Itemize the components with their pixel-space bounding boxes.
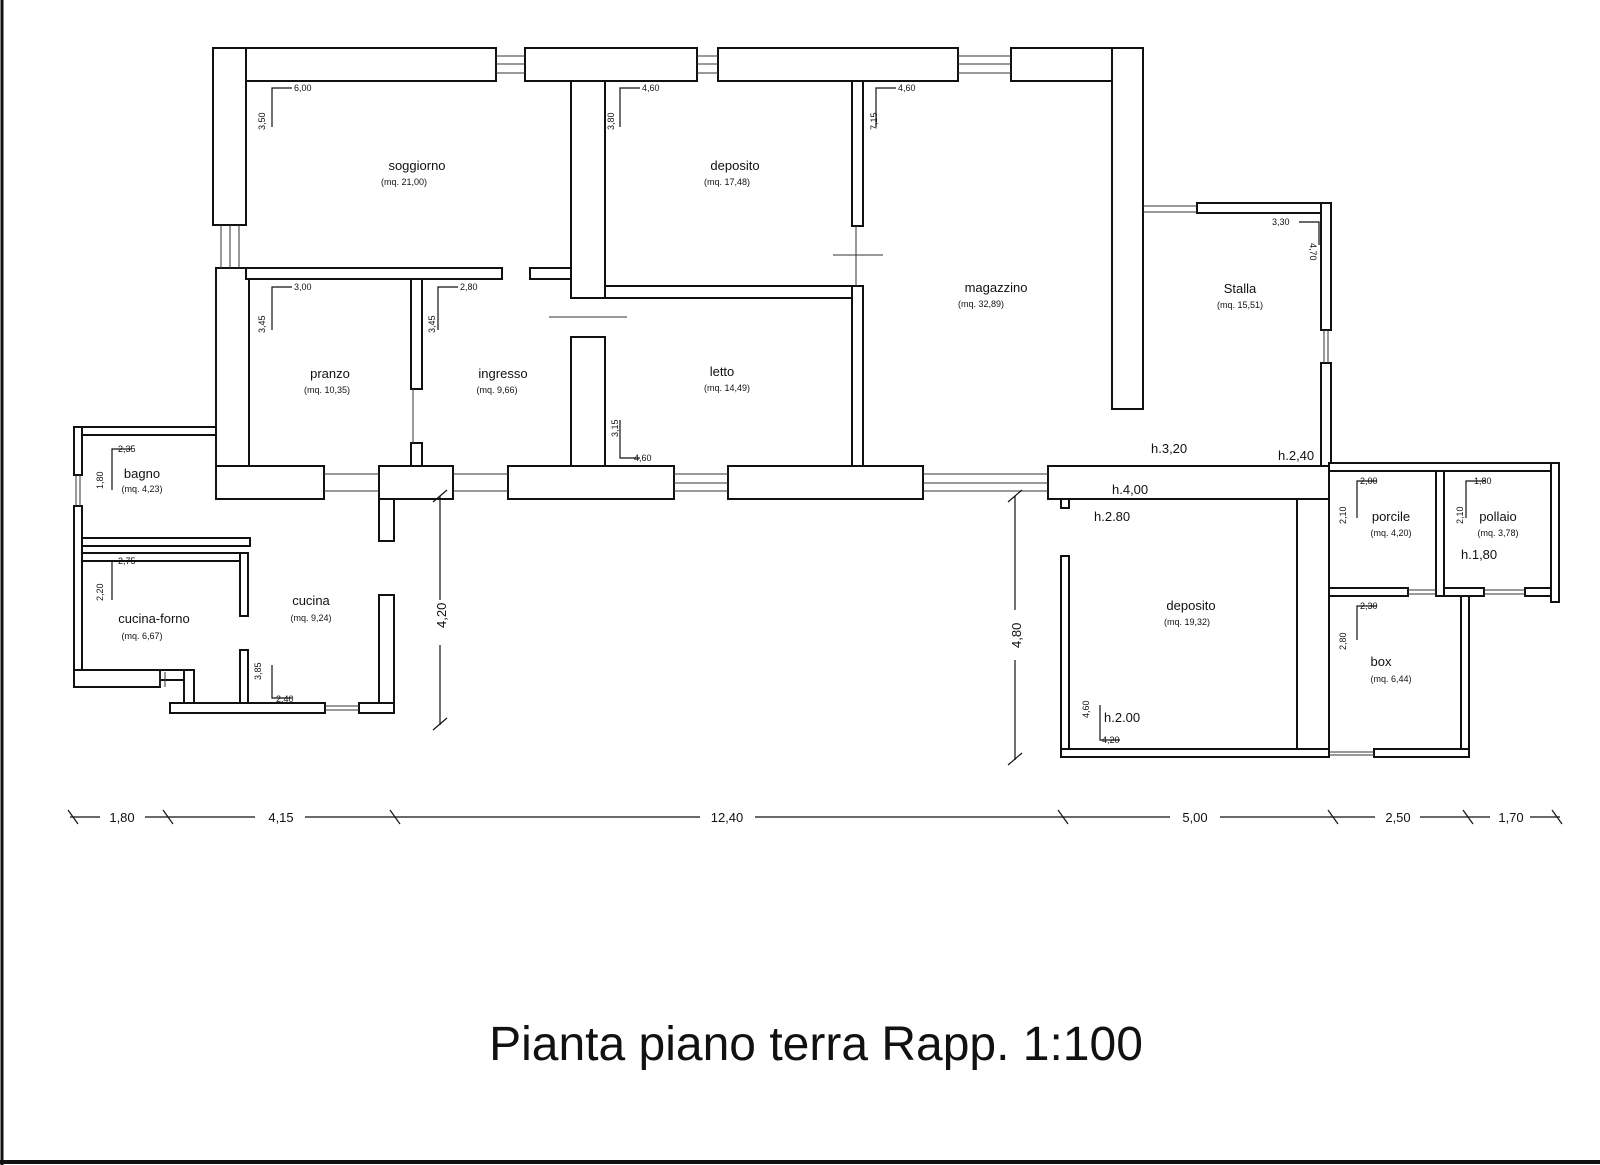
height-corridor: h.4,00 — [1112, 482, 1148, 497]
room-name-ingresso: ingresso — [478, 366, 527, 381]
dim-magazzino-w: 4,60 — [898, 83, 916, 93]
dim-stalla-w: 3,30 — [1272, 217, 1290, 227]
total-dim-4: 5,00 — [1182, 810, 1207, 825]
room-dimensions: 6,00 3,50 4,60 3,80 4,60 7,15 3,30 4,70 … — [95, 83, 1492, 745]
room-area-letto: (mq. 14,49) — [704, 383, 750, 393]
room-name-letto: letto — [710, 364, 735, 379]
dim-deposito-top-h: 3,80 — [606, 112, 616, 130]
height-deposito-top: h.2.80 — [1094, 509, 1130, 524]
total-dimension-values: 1,80 4,15 12,40 5,00 2,50 1,70 — [109, 810, 1523, 825]
room-name-cucina: cucina — [292, 593, 330, 608]
room-name-soggiorno: soggiorno — [388, 158, 445, 173]
dim-bagno-h: 1,80 — [95, 471, 105, 489]
total-dim-2: 4,15 — [268, 810, 293, 825]
dim-stalla-h: 4,70 — [1308, 243, 1318, 261]
height-magazzino: h.3,20 — [1151, 441, 1187, 456]
room-name-cucina-forno: cucina-forno — [118, 611, 190, 626]
room-name-bagno: bagno — [124, 466, 160, 481]
dim-magazzino-h: 7,15 — [869, 112, 879, 130]
room-name-magazzino: magazzino — [965, 280, 1028, 295]
dim-porcile-w: 2,00 — [1360, 476, 1378, 486]
room-area-cucina: (mq. 9,24) — [290, 613, 331, 623]
total-dim-1: 1,80 — [109, 810, 134, 825]
room-name-pranzo: pranzo — [310, 366, 350, 381]
height-labels: h.3,20 h.2,40 h.4,00 h.2.80 h.2.00 h.1,8… — [1094, 441, 1497, 725]
room-name-pollaio: pollaio — [1479, 509, 1517, 524]
dim-deposito-bottom-w: 4,20 — [1102, 735, 1120, 745]
room-area-porcile: (mq. 4,20) — [1370, 528, 1411, 538]
dim-letto-h: 3,15 — [610, 419, 620, 437]
room-name-porcile: porcile — [1372, 509, 1410, 524]
dim-pranzo-w: 3,00 — [294, 282, 312, 292]
dim-ingresso-h: 3,45 — [427, 315, 437, 333]
dim-box-h: 2,80 — [1338, 632, 1348, 650]
dim-porcile-h: 2,10 — [1338, 506, 1348, 524]
dim-soggiorno-w: 6,00 — [294, 83, 312, 93]
room-name-stalla: Stalla — [1224, 281, 1257, 296]
room-area-stalla: (mq. 15,51) — [1217, 300, 1263, 310]
room-area-pranzo: (mq. 10,35) — [304, 385, 350, 395]
height-deposito-bottom: h.2.00 — [1104, 710, 1140, 725]
dim-bagno-w: 2,35 — [118, 444, 136, 454]
walls — [73, 47, 1560, 758]
dim-deposito-bottom-h: 4,60 — [1081, 700, 1091, 718]
room-area-ingresso: (mq. 9,66) — [476, 385, 517, 395]
room-name-box: box — [1371, 654, 1392, 669]
dim-cucina-h: 3,85 — [253, 662, 263, 680]
dim-pranzo-h: 3,45 — [257, 315, 267, 333]
dim-cucina-w: 2,40 — [276, 694, 294, 704]
room-labels: soggiorno (mq. 21,00) deposito (mq. 17,4… — [118, 158, 1518, 684]
dim-letto-w: 4,60 — [634, 453, 652, 463]
vertical-dim-left: 4,20 — [434, 603, 449, 628]
room-area-pollaio: (mq. 3,78) — [1477, 528, 1518, 538]
dim-pollaio-w: 1,80 — [1474, 476, 1492, 486]
total-dim-3: 12,40 — [711, 810, 744, 825]
vertical-dimension-values: 4,20 4,80 — [434, 603, 1024, 648]
dim-cucina-forno-h: 2,20 — [95, 583, 105, 601]
dim-box-w: 2,30 — [1360, 601, 1378, 611]
room-area-deposito-top: (mq. 17,48) — [704, 177, 750, 187]
room-area-cucina-forno: (mq. 6,67) — [121, 631, 162, 641]
dim-pollaio-h: 2,10 — [1455, 506, 1465, 524]
room-name-deposito-top: deposito — [710, 158, 759, 173]
room-area-magazzino: (mq. 32,89) — [958, 299, 1004, 309]
dim-deposito-top-w: 4,60 — [642, 83, 660, 93]
height-stalla: h.2,40 — [1278, 448, 1314, 463]
openings — [75, 55, 1525, 756]
dim-cucina-forno-w: 2,75 — [118, 556, 136, 566]
dim-ingresso-w: 2,80 — [460, 282, 478, 292]
room-name-deposito-bottom: deposito — [1166, 598, 1215, 613]
corner-markers — [111, 87, 1486, 741]
vertical-dim-right: 4,80 — [1009, 623, 1024, 648]
room-area-deposito-bottom: (mq. 19,32) — [1164, 617, 1210, 627]
vertical-dimension-lines — [432, 489, 1023, 766]
total-dim-6: 1,70 — [1498, 810, 1523, 825]
dim-soggiorno-h: 3,50 — [257, 112, 267, 130]
total-dimension-line — [67, 809, 1563, 825]
height-pollaio: h.1,80 — [1461, 547, 1497, 562]
total-dim-5: 2,50 — [1385, 810, 1410, 825]
room-area-soggiorno: (mq. 21,00) — [381, 177, 427, 187]
page-title: Pianta piano terra Rapp. 1:100 — [489, 1018, 1143, 1071]
room-area-box: (mq. 6,44) — [1370, 674, 1411, 684]
room-area-bagno: (mq. 4,23) — [121, 484, 162, 494]
